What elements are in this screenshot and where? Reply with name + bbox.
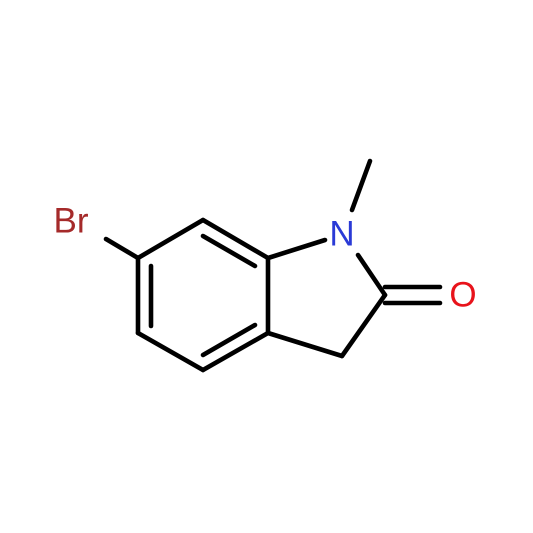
bond-c3a-c4 <box>135 330 206 373</box>
bond-c7-n1 <box>265 237 328 261</box>
bond-c5-br <box>103 236 141 261</box>
nitrogen-atom-label: N <box>329 215 354 254</box>
bond-c2-c3 <box>339 292 388 359</box>
bond-c5-c6 <box>135 217 206 261</box>
inner-bond-c7a-c3a <box>200 322 258 358</box>
bond-c6-c7 <box>200 217 271 261</box>
oxygen-atom-label: O <box>449 276 476 315</box>
bond-n1-c2 <box>355 252 388 298</box>
bond-n1-methyl <box>349 158 373 213</box>
inner-bond-c6-c7 <box>200 233 258 269</box>
bond-c7a-c3a <box>200 330 271 373</box>
bond-c3-c7a <box>265 330 345 359</box>
bromine-atom-label: Br <box>54 202 89 241</box>
